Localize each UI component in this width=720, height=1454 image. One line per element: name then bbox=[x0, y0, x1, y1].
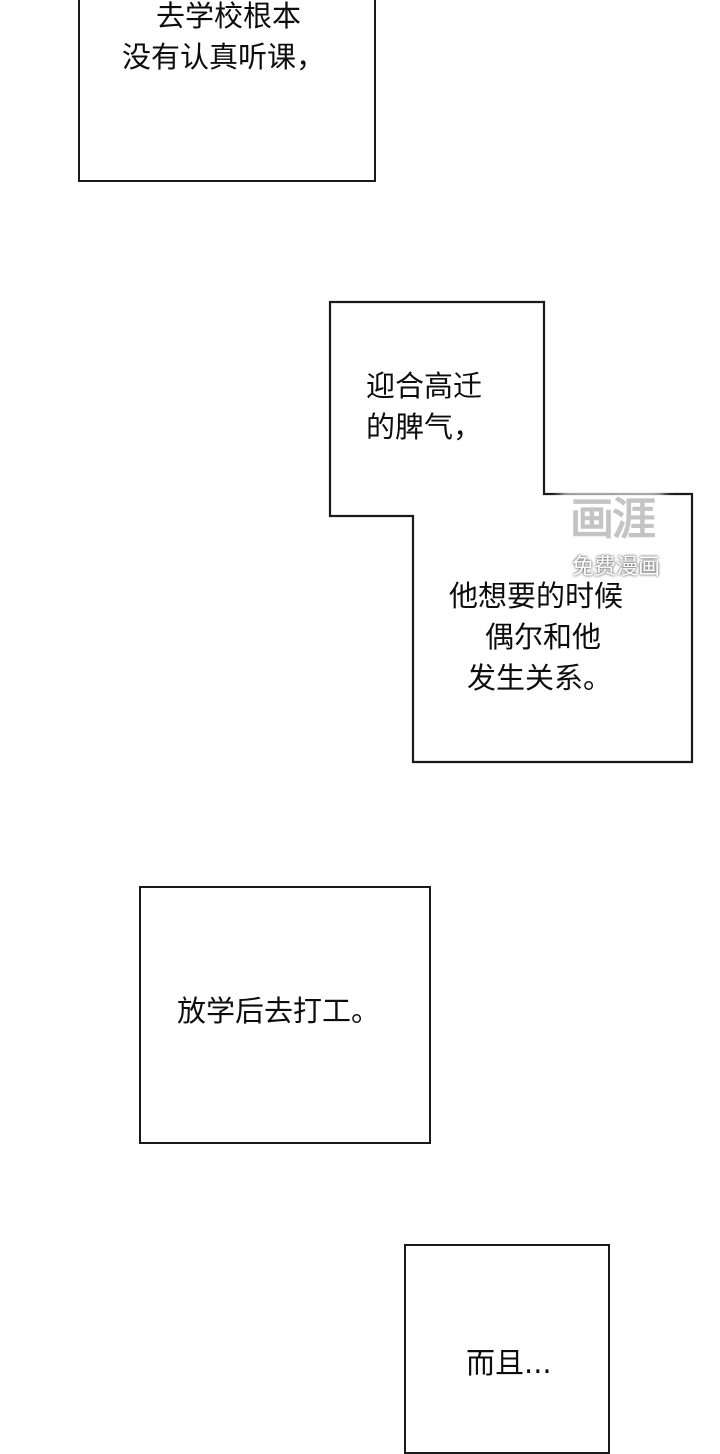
caption-panel-3: 他想要的时候 偶尔和他 发生关系。 bbox=[449, 576, 623, 699]
caption-line: 放学后去打工。 bbox=[177, 994, 381, 1028]
comic-panel-4 bbox=[139, 886, 431, 1144]
caption-line: 而且... bbox=[466, 1346, 552, 1380]
comic-panel-5 bbox=[404, 1244, 610, 1454]
caption-line: 的脾气， bbox=[366, 410, 483, 444]
caption-line: 去学校根本 bbox=[156, 0, 302, 33]
caption-line: 发生关系。 bbox=[467, 661, 613, 695]
caption-panel-1: 去学校根本 没有认真听课， bbox=[122, 0, 325, 78]
caption-panel-2: 迎合高迁 的脾气， bbox=[366, 366, 482, 448]
caption-panel-4: 放学后去打工。 bbox=[177, 991, 380, 1032]
comic-panel-stepped-frame bbox=[328, 300, 694, 764]
caption-line: 偶尔和他 bbox=[485, 620, 602, 654]
comic-panel-1 bbox=[78, 0, 376, 182]
caption-line: 没有认真听课， bbox=[122, 40, 326, 74]
caption-line: 他想要的时候 bbox=[449, 579, 624, 613]
caption-panel-5: 而且... bbox=[466, 1343, 552, 1384]
caption-line: 迎合高迁 bbox=[366, 369, 483, 403]
